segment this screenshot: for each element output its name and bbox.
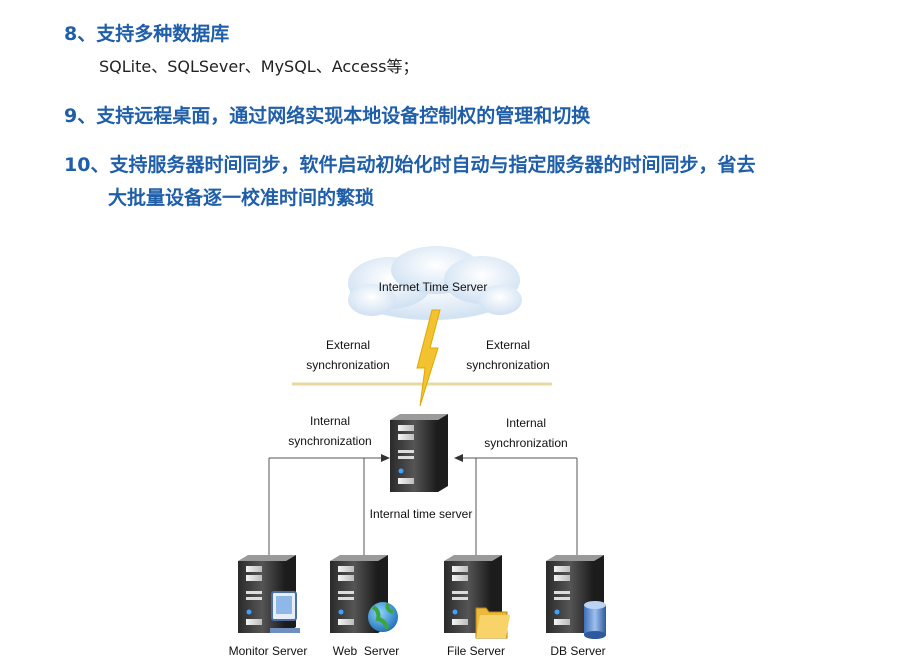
db-server-label: DB Server [550, 644, 606, 658]
item-10-heading: 10、支持服务器时间同步，软件启动初始化时自动与指定服务器的时间同步，省去 [64, 153, 755, 177]
cloud-label: Internet Time Server [378, 280, 488, 294]
item-8-title: 支持多种数据库 [96, 23, 230, 45]
internal-sync-left-label: Internal synchronization [288, 414, 372, 448]
internal-server-label: Internal time server [369, 507, 473, 521]
connector-lines [268, 454, 578, 555]
item-9-title: 支持远程桌面，通过网络实现本地设备控制权的管理和切换 [96, 105, 591, 127]
external-sync-left-label: External synchronization [306, 338, 390, 372]
item-8-detail: SQLite、SQLSever、MySQL、Access等； [99, 57, 419, 76]
item-10-title-line2: 大批量设备逐一校准时间的繁琐 [108, 187, 375, 209]
item-8-heading: 8、支持多种数据库 [64, 22, 229, 46]
cloud-icon [348, 246, 522, 320]
file-server-label: File Server [446, 644, 505, 658]
item-8-number: 8、 [64, 23, 97, 45]
external-sync-right-label: External synchronization [466, 338, 550, 372]
lightning-icon [416, 309, 441, 407]
file-server-icon [444, 555, 510, 639]
web-server-label: Web Server [332, 644, 400, 658]
item-9-heading: 9、支持远程桌面，通过网络实现本地设备控制权的管理和切换 [64, 104, 590, 128]
item-10-number: 10、 [64, 154, 110, 176]
internal-sync-right-label: Internal synchronization [484, 416, 568, 450]
db-server-icon [546, 555, 606, 639]
monitor-server-icon [238, 555, 300, 633]
internal-server-icon [390, 414, 448, 492]
monitor-server-label: Monitor Server [228, 644, 308, 658]
web-server-icon [330, 555, 398, 633]
item-9-number: 9、 [64, 105, 97, 127]
item-10-title-line1: 支持服务器时间同步，软件启动初始化时自动与指定服务器的时间同步，省去 [109, 154, 756, 176]
